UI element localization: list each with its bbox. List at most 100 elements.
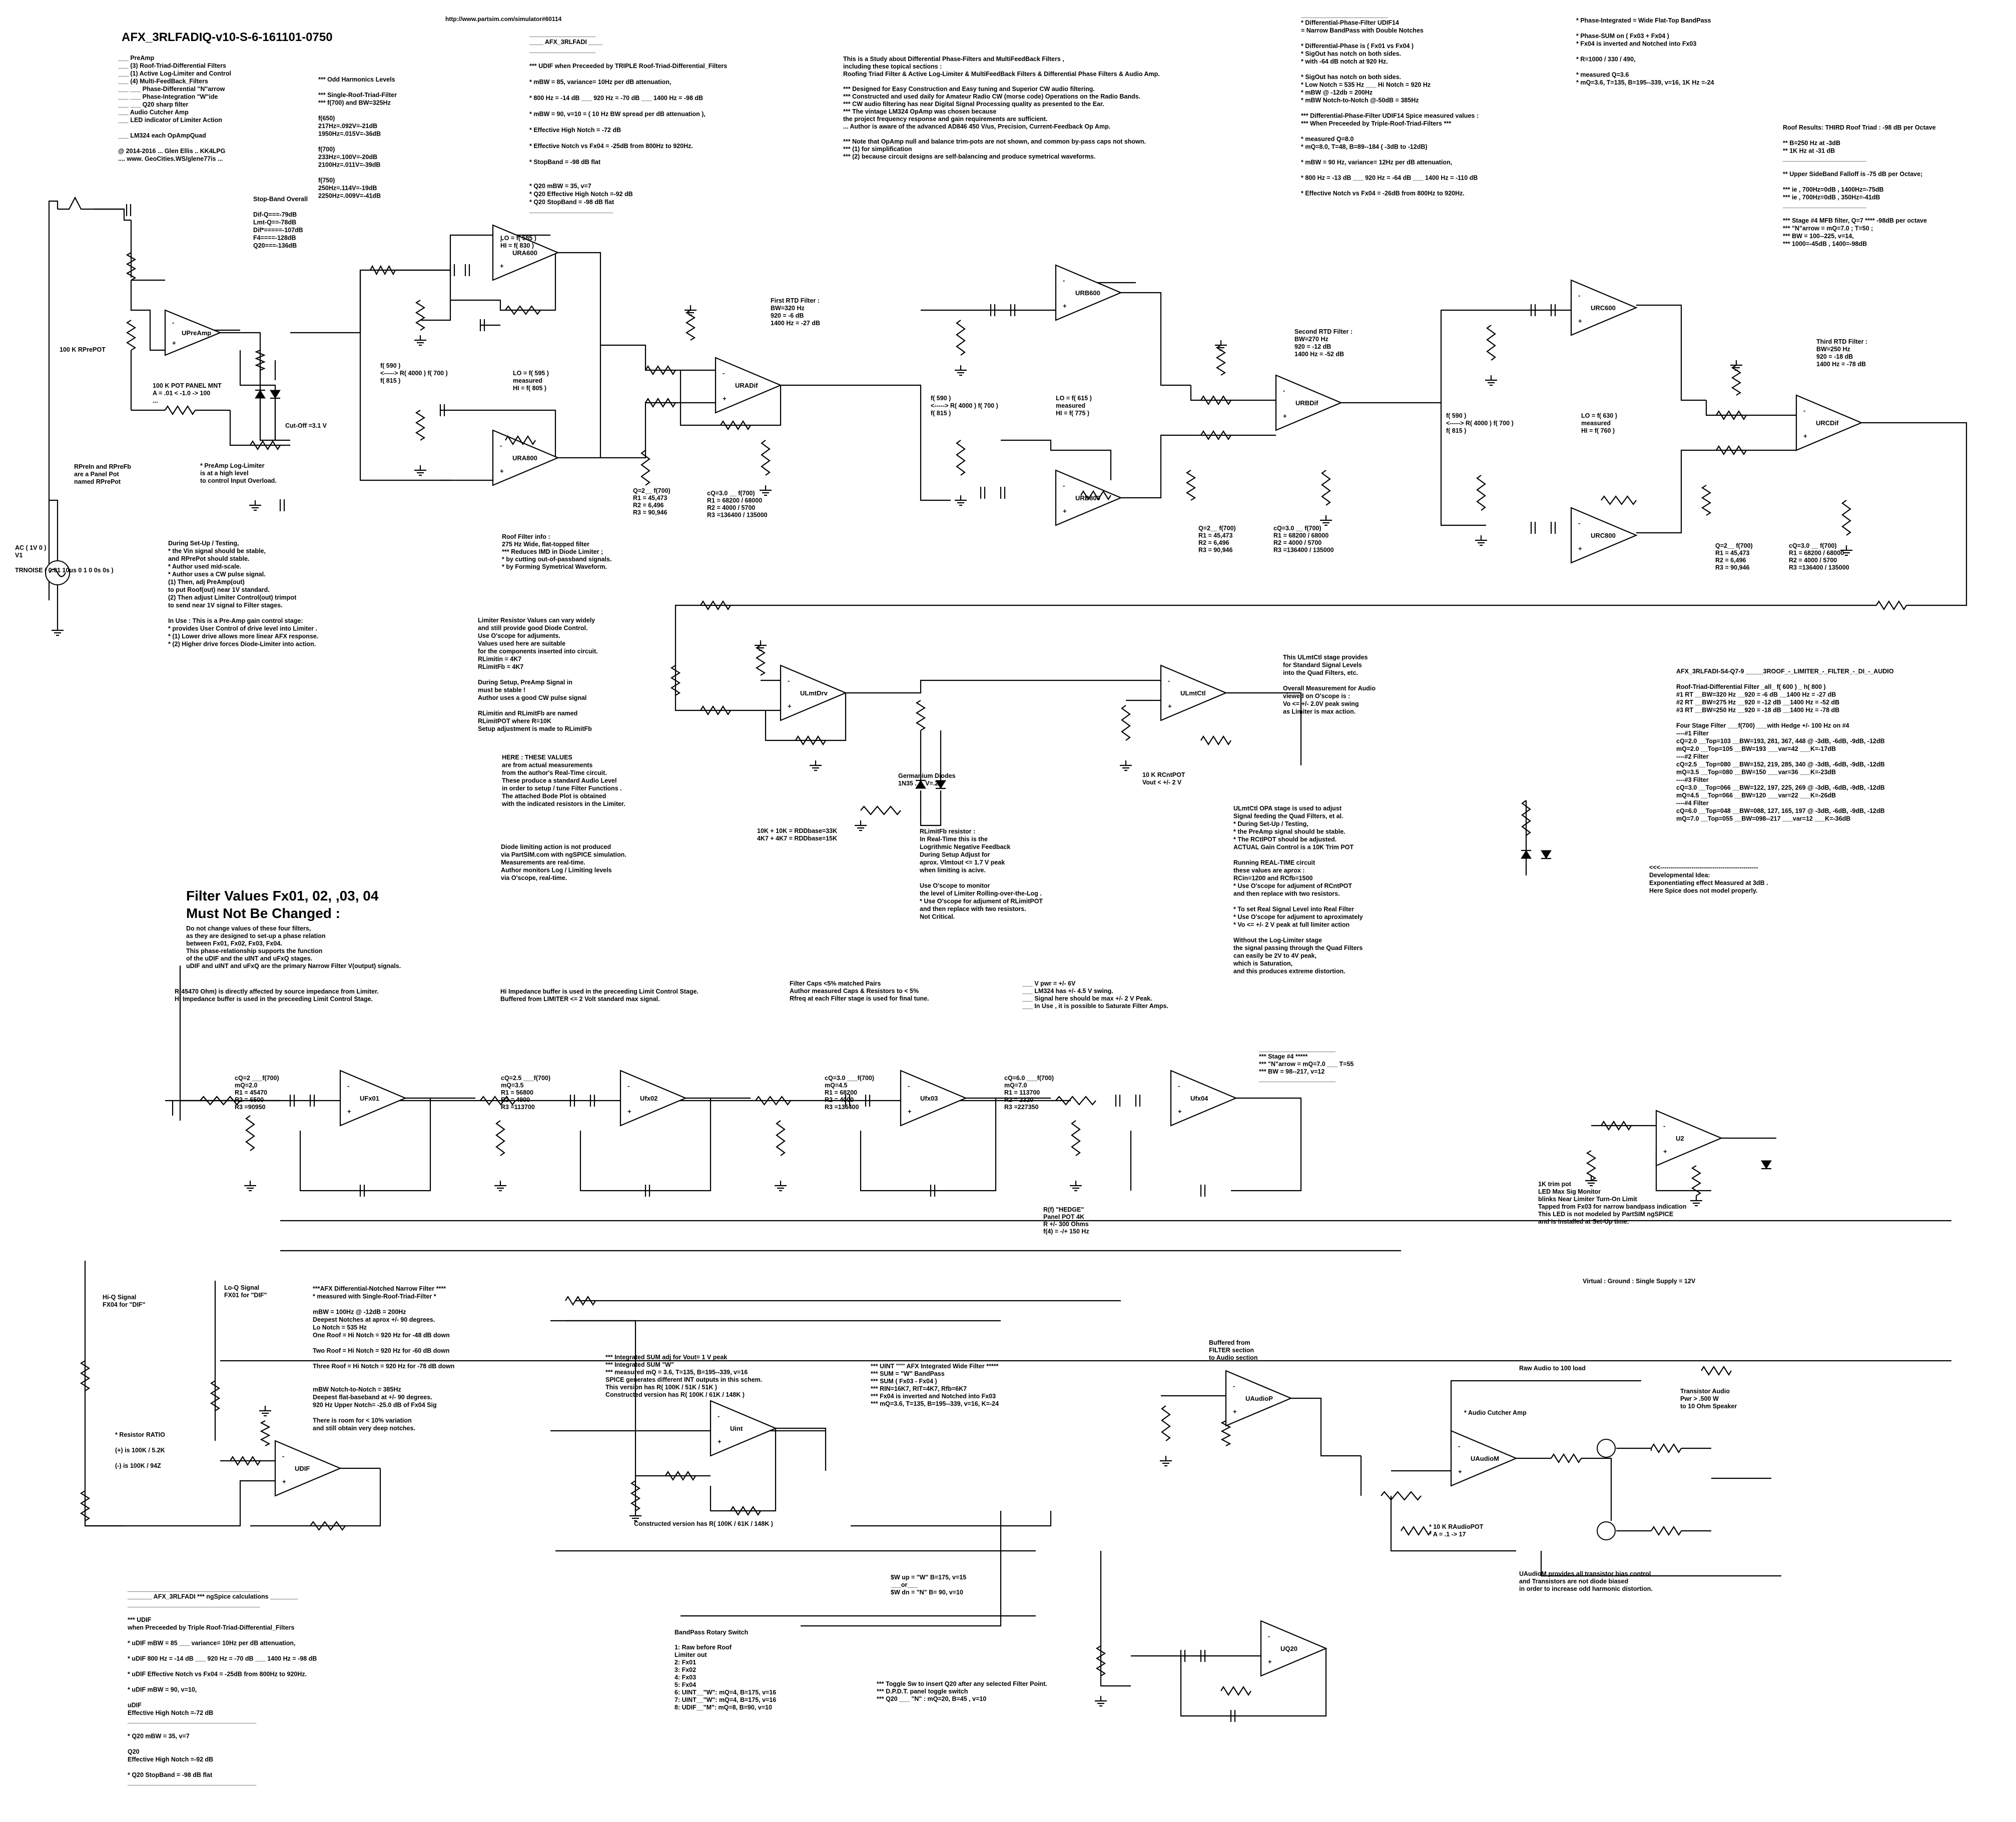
afx-table-note: mQ=3.5 __Top=080 __BW=150 ___var=36 ___K… bbox=[1676, 769, 1836, 776]
rtd3-note: BW=250 Hz bbox=[1816, 346, 1850, 353]
resistor bbox=[260, 1420, 271, 1446]
harmonics-note: *** Single-Roof-Triad-Filter bbox=[318, 92, 397, 99]
roof-info-note: * by Forming Symetrical Waveform. bbox=[502, 563, 607, 570]
resistor bbox=[1601, 495, 1637, 505]
diode-icon bbox=[1761, 1160, 1772, 1169]
roof-info-note: Roof Filter info : bbox=[502, 533, 550, 540]
wire bbox=[1440, 403, 1486, 526]
opamp-uaudiop: -+UAudioP bbox=[1225, 1370, 1292, 1427]
afx-note: * Effective Notch vs Fx04 = -25dB from 8… bbox=[529, 143, 693, 150]
udif14-note: * SigOut has notch on both sides. bbox=[1301, 74, 1401, 81]
opamp-triangle bbox=[1055, 469, 1122, 526]
cq3-values-b: R2 = 4000 / 5700 bbox=[1273, 539, 1321, 546]
do-not-change-note: uDIF and uINT and uFxQ are the primary N… bbox=[186, 963, 401, 970]
harmonics-note: 1950Hz=.015V=-36dB bbox=[318, 131, 381, 138]
opamp-minus: - bbox=[1663, 1122, 1665, 1130]
stopband-note: F4====-128dB bbox=[253, 235, 296, 242]
stopband-note: Q20===-136dB bbox=[253, 242, 297, 249]
testing-note: * Author used mid-scale. bbox=[168, 563, 241, 570]
wire bbox=[1226, 692, 1302, 765]
opamp-ulmtctl: -+ULmtCtl bbox=[1160, 664, 1227, 721]
ngspice-note: _____________________________________ bbox=[127, 1779, 257, 1786]
afx-note: * Q20 Effective High Notch =-92 dB bbox=[529, 191, 633, 198]
measured-a: HI = f( 805 ) bbox=[513, 385, 546, 392]
roof-results-note: *** BW = 100--225, v=14, bbox=[1783, 233, 1854, 240]
vpwr-note: ___ LM324 has +/- 4.5 V swing. bbox=[1022, 988, 1113, 995]
resistor-ratio-note: (-) is 100K / 94Z bbox=[115, 1462, 161, 1469]
limiter-note: RLimitFb = 4K7 bbox=[478, 663, 523, 670]
phase-integrated-note: * Phase-Integrated = Wide Flat-Top BandP… bbox=[1576, 17, 1711, 24]
wire bbox=[776, 1427, 827, 1471]
opamp-label: Ufx04 bbox=[1190, 1095, 1208, 1102]
rtd1-note: First RTD Filter : bbox=[771, 297, 820, 304]
opamp-triangle bbox=[1570, 279, 1638, 336]
constructed-note: Constructed version has R( 100K / 61K / … bbox=[634, 1520, 773, 1527]
ngspice-note: Effective High Notch =-72 dB bbox=[128, 1709, 213, 1716]
harmonics-note: 2250Hz=.009V=-41dB bbox=[318, 193, 381, 200]
afx-table-note: AFX_3RLFADI-S4-Q7-9 _____3ROOF_-_LIMITER… bbox=[1676, 668, 1894, 675]
diff-narrow-note: mBW = 100Hz @ -12dB = 200Hz bbox=[313, 1309, 406, 1316]
developmental-note: Here Spice does not model properly. bbox=[1649, 887, 1758, 894]
resistor bbox=[1486, 325, 1496, 361]
opamp-plus: + bbox=[1578, 317, 1582, 325]
q2-values-a: R2 = 6,496 bbox=[633, 502, 664, 509]
afx-note: * mBW = 85, variance= 10Hz per dB attenu… bbox=[529, 79, 671, 86]
stage4-note: *** BW = 98--217, v=12 bbox=[1259, 1068, 1324, 1075]
ulmtctl-adjust-note: * To set Real Signal Level into Real Fil… bbox=[1233, 906, 1354, 913]
opamp-ufx01: -+UFx01 bbox=[339, 1070, 407, 1127]
opamp-triangle bbox=[164, 309, 222, 356]
ulmtctl-note: This ULmtCtl stage provides bbox=[1283, 654, 1368, 661]
limiter-note: Setup adjustment is made to RLimitFb bbox=[478, 725, 592, 732]
opamp-plus: + bbox=[718, 1438, 722, 1445]
udif14-note: * SigOut has notch on both sides. bbox=[1301, 51, 1401, 58]
ulmtctl-adjust-note: RCin=1200 and RCfb=1500 bbox=[1233, 875, 1312, 882]
opamp-label: URBDif bbox=[1295, 399, 1318, 407]
measured-a: LO = f( 595 ) bbox=[513, 370, 549, 377]
f590-a: <-----> R( 4000 ) f( 700 ) bbox=[380, 370, 448, 377]
ulmtctl-adjust-note: which is Saturation, bbox=[1233, 960, 1292, 967]
opamp-minus: - bbox=[282, 1452, 284, 1460]
opamp-plus: + bbox=[1233, 1408, 1237, 1415]
afx-table-note: #2 RT __BW=275 Hz __920 = -12 dB __1400 … bbox=[1676, 699, 1839, 706]
ulmtctl-adjust-note: * During Set-Up / Testing, bbox=[1233, 820, 1308, 827]
f590-c: f( 815 ) bbox=[1446, 427, 1466, 434]
afx-note: * Q20 mBW = 35, v=7 bbox=[529, 183, 591, 190]
rotary-switch-note: 8: UDIF__"M": mQ=8, B=90, v=10 bbox=[675, 1704, 772, 1711]
ngspice-note: * uDIF mBW = 85 ___ variance= 10Hz per d… bbox=[128, 1640, 296, 1647]
resistor bbox=[755, 645, 766, 676]
fx03-values: cQ=3.0 ___f(700) bbox=[825, 1075, 874, 1082]
resistor bbox=[1701, 485, 1712, 516]
cutoff-note: Cut-Off =3.1 V bbox=[285, 422, 327, 429]
opamp-label: ULmtCtl bbox=[1180, 689, 1206, 697]
resistor bbox=[165, 405, 196, 416]
resistor bbox=[755, 1096, 791, 1106]
pot-panel-note: ... bbox=[153, 397, 158, 404]
source-impedance-note: Hi Impedance buffer is used in the prece… bbox=[175, 996, 373, 1003]
led-note: LED Max Sig Monitor bbox=[1538, 1188, 1601, 1195]
opamp-minus: - bbox=[1063, 482, 1065, 489]
resistor bbox=[1586, 1150, 1597, 1181]
diff-narrow-note: * measured with Single-Roof-Triad-Filter… bbox=[313, 1293, 436, 1300]
led-note: blinks Near Limiter Turn-On Limit bbox=[1538, 1196, 1638, 1203]
opamp-triangle bbox=[1795, 394, 1863, 451]
opamp-label: URA800 bbox=[512, 454, 537, 462]
rlimitfb-note: and then replace with two resistors. bbox=[920, 905, 1026, 913]
diff-narrow-note: mBW Notch-to-Notch = 385Hz bbox=[313, 1386, 401, 1393]
ngspice-note: ______________________________________ bbox=[127, 1585, 260, 1592]
section-list: @ 2014-2016 ... Glen Ellis .. KK4LPG bbox=[118, 148, 225, 155]
afx-table-note: #1 RT __BW=320 Hz __920 = -6 dB __1400 H… bbox=[1676, 691, 1836, 698]
preamp-loglimiter-note: is at a high level bbox=[200, 470, 249, 477]
roof-results-note: *** Stage #4 MFB filter, Q=7 **** -98dB … bbox=[1783, 217, 1927, 224]
opamp-label: Uint bbox=[730, 1425, 743, 1432]
led-note: and is installed at Set-Up time. bbox=[1538, 1218, 1629, 1225]
values-note: These produce a standard Audio Level bbox=[502, 777, 616, 784]
resistor bbox=[505, 305, 541, 315]
resistor bbox=[370, 265, 396, 276]
roof-results-note: *** "N"arrow = mQ=7.0 ; T=50 ; bbox=[1783, 225, 1873, 232]
values-note: in order to setup / tune Filter Function… bbox=[502, 785, 622, 792]
resistor bbox=[1161, 1405, 1171, 1441]
opamp-ulmtdrv: -+ULmtDrv bbox=[780, 664, 847, 721]
wire bbox=[440, 409, 556, 458]
resistor bbox=[665, 1470, 696, 1481]
cq3-values-b: cQ=3.0 __ f(700) bbox=[1273, 525, 1321, 532]
